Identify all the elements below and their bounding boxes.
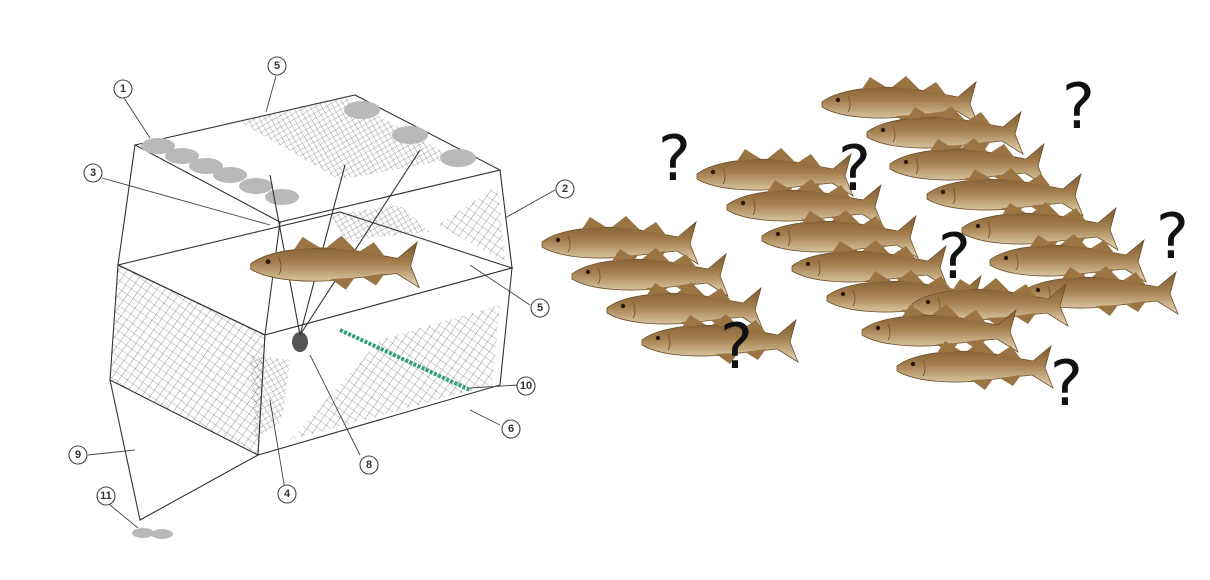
question-mark: ? xyxy=(658,122,691,195)
question-marks: ? ? ? ? ? ? ? xyxy=(658,70,1189,420)
callout-label: 2 xyxy=(562,183,568,195)
callout-label: 11 xyxy=(100,490,112,502)
callout-leaders xyxy=(87,75,556,529)
question-mark: ? xyxy=(1050,347,1083,420)
green-line xyxy=(339,328,471,392)
question-mark: ? xyxy=(838,132,871,205)
callout-label: 1 xyxy=(120,83,126,95)
bottom-rope xyxy=(109,379,259,521)
question-mark: ? xyxy=(1062,70,1095,143)
fish-trap-diagram: 1 2 3 4 5 5 6 8 9 10 11 xyxy=(68,56,575,539)
question-mark: ? xyxy=(938,220,971,293)
callout-label: 4 xyxy=(284,488,291,500)
callout-label: 5 xyxy=(537,302,543,314)
fish-icon xyxy=(896,339,1054,391)
callout-circles xyxy=(68,56,575,506)
callout-label: 6 xyxy=(508,423,514,435)
callout-labels: 1 2 3 4 5 5 6 8 9 10 11 xyxy=(75,60,568,502)
inner-mesh xyxy=(330,205,430,240)
diagram-paper xyxy=(0,8,608,580)
callout-label: 9 xyxy=(75,449,81,461)
callout-label: 3 xyxy=(90,167,96,179)
entrance-mesh xyxy=(250,355,290,440)
callout-label: 5 xyxy=(274,60,280,72)
right-mesh-upper xyxy=(438,185,505,262)
weight-icon xyxy=(132,528,154,538)
float-icons xyxy=(141,101,476,205)
question-mark: ? xyxy=(1156,200,1189,273)
question-mark: ? xyxy=(720,310,753,383)
callout-label: 8 xyxy=(366,459,372,471)
callout-label: 10 xyxy=(520,380,532,392)
bait-pouch-icon xyxy=(292,332,308,352)
top-mesh-panel xyxy=(240,98,455,180)
funnel-mesh xyxy=(290,305,500,440)
